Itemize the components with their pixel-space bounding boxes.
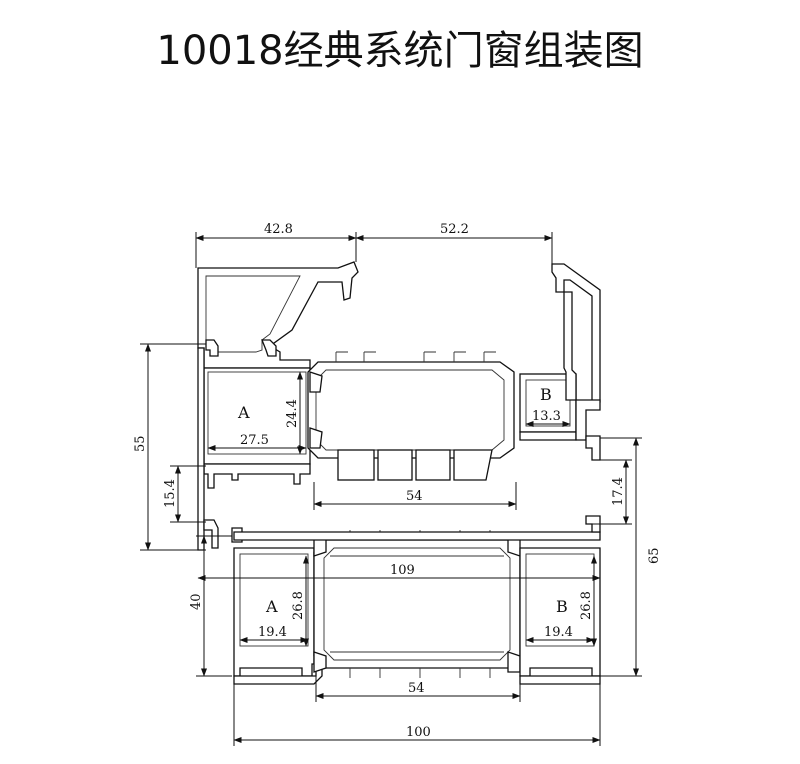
dim-frame-a-height: 26.8 [291,591,306,620]
label-sash-b: B [540,385,552,404]
dim-left-lower: 15.4 [163,479,178,508]
dimension-lines [140,232,642,746]
dim-frame-total: 109 [390,563,415,578]
upper-sash-profile [197,261,601,551]
dim-frame-glass: 54 [408,681,425,696]
dim-top-left: 42.8 [264,222,293,237]
dim-sash-a-height: 24.4 [285,399,300,428]
dim-sash-b-width: 13.3 [532,409,561,424]
dim-top-right: 52.2 [440,222,469,237]
dim-left-total: 55 [133,435,148,452]
dim-right-total: 65 [647,547,662,564]
label-sash-a: A [237,403,250,422]
dim-sash-a-width: 27.5 [240,433,269,448]
lower-frame-profile [203,515,601,685]
dim-bottom-total: 100 [406,725,431,740]
dim-right-upper: 17.4 [611,477,626,506]
dim-frame-a-width: 19.4 [258,625,287,640]
label-frame-a: A [265,597,278,616]
page-title: 10018经典系统门窗组装图 [156,28,644,74]
dim-sash-glass: 54 [406,489,423,504]
dim-frame-b-width: 19.4 [544,625,573,640]
dimension-labels: 42.8 52.2 55 15.4 24.4 27.5 13.3 54 17.4… [133,222,662,740]
dim-frame-left: 40 [189,593,204,610]
dim-frame-b-height: 26.8 [579,591,594,620]
label-frame-b: B [556,597,568,616]
